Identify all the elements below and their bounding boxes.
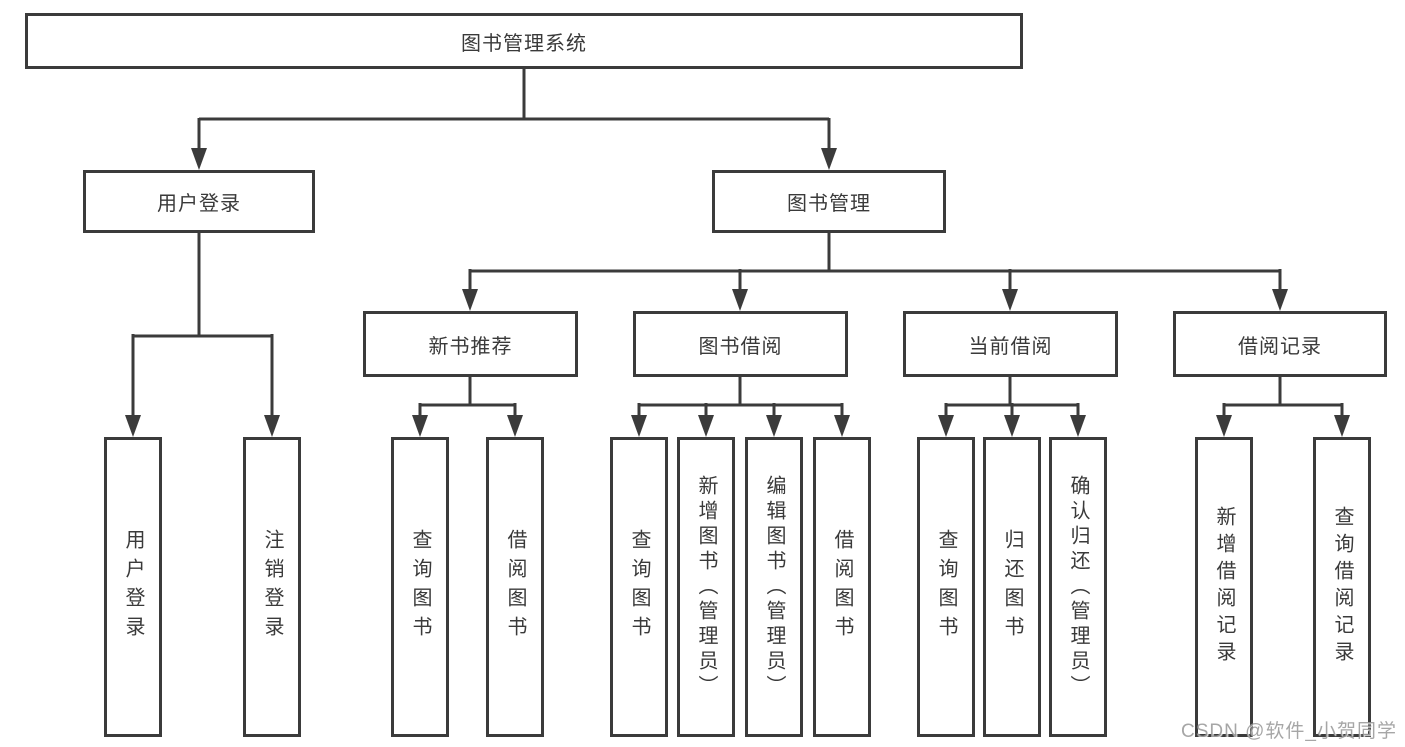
leaf-logout-login: 注销登录: [243, 437, 301, 737]
leaf-current-confirm-return-admin: 确认归还（管理员）: [1049, 437, 1107, 737]
leaf-recommend-query-book: 查询图书: [391, 437, 449, 737]
leaf-record-query-borrow-record: 查询借阅记录: [1313, 437, 1371, 737]
node-new-book-recommend: 新书推荐: [363, 311, 578, 377]
node-user-login: 用户登录: [83, 170, 315, 233]
leaf-borrow-query-book: 查询图书: [610, 437, 668, 737]
leaf-record-add-borrow-record: 新增借阅记录: [1195, 437, 1253, 737]
leaf-borrow-borrow-book: 借阅图书: [813, 437, 871, 737]
node-book-management: 图书管理: [712, 170, 946, 233]
arrowheads: [125, 148, 1350, 437]
leaf-user-login: 用户登录: [104, 437, 162, 737]
leaf-current-return-book: 归还图书: [983, 437, 1041, 737]
leaf-borrow-add-book-admin: 新增图书（管理员）: [677, 437, 735, 737]
csdn-watermark: CSDN @软件_小贺同学: [1181, 721, 1397, 742]
leaf-current-query-book: 查询图书: [917, 437, 975, 737]
node-current-borrow: 当前借阅: [903, 311, 1118, 377]
node-book-borrow: 图书借阅: [633, 311, 848, 377]
node-root-library-management-system: 图书管理系统: [25, 13, 1023, 69]
leaf-recommend-borrow-book: 借阅图书: [486, 437, 544, 737]
node-borrow-record: 借阅记录: [1173, 311, 1387, 377]
leaf-borrow-edit-book-admin: 编辑图书（管理员）: [745, 437, 803, 737]
